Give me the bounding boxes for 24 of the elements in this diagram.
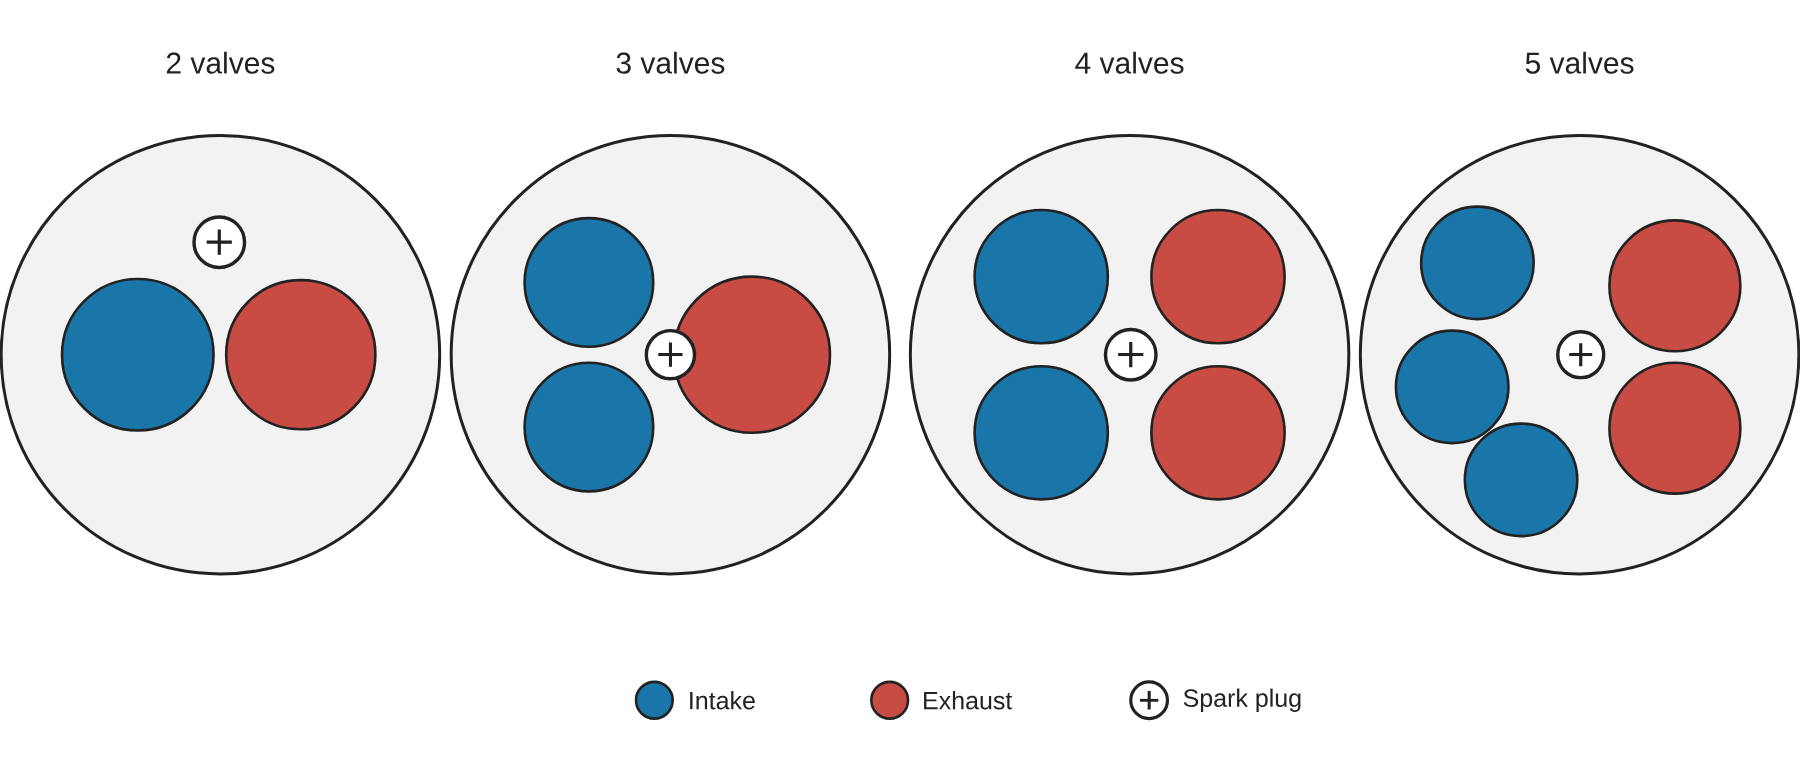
- spark-plug-icon: [192, 215, 247, 270]
- exhaust-valve: [1608, 361, 1742, 495]
- spark-plug-icon: [644, 328, 697, 381]
- exhaust-valve: [1150, 208, 1286, 345]
- intake-valve: [973, 208, 1110, 345]
- exhaust-valve: [1608, 219, 1742, 353]
- spark-plug-icon: [1556, 330, 1606, 380]
- intake-valve: [973, 364, 1110, 501]
- intake-valve: [60, 277, 215, 432]
- spark-plug-icon: [1103, 327, 1158, 382]
- intake-valve: [1463, 422, 1579, 538]
- intake-valve: [1419, 205, 1535, 321]
- intake-valve: [523, 216, 655, 348]
- legend-label: Spark plug: [1183, 688, 1301, 712]
- exhaust-valve: [224, 278, 377, 431]
- cylinder-title: 5 valves: [1525, 51, 1634, 74]
- exhaust-valve: [1150, 364, 1286, 501]
- cylinder-title: 2 valves: [166, 51, 275, 74]
- cylinder-title: 3 valves: [616, 51, 725, 74]
- cylinder-title: 4 valves: [1075, 51, 1184, 74]
- legend-label: Intake: [690, 691, 755, 710]
- intake-valve: [1394, 329, 1510, 445]
- intake-valve: [523, 361, 655, 493]
- legend-label: Exhaust: [924, 691, 1013, 710]
